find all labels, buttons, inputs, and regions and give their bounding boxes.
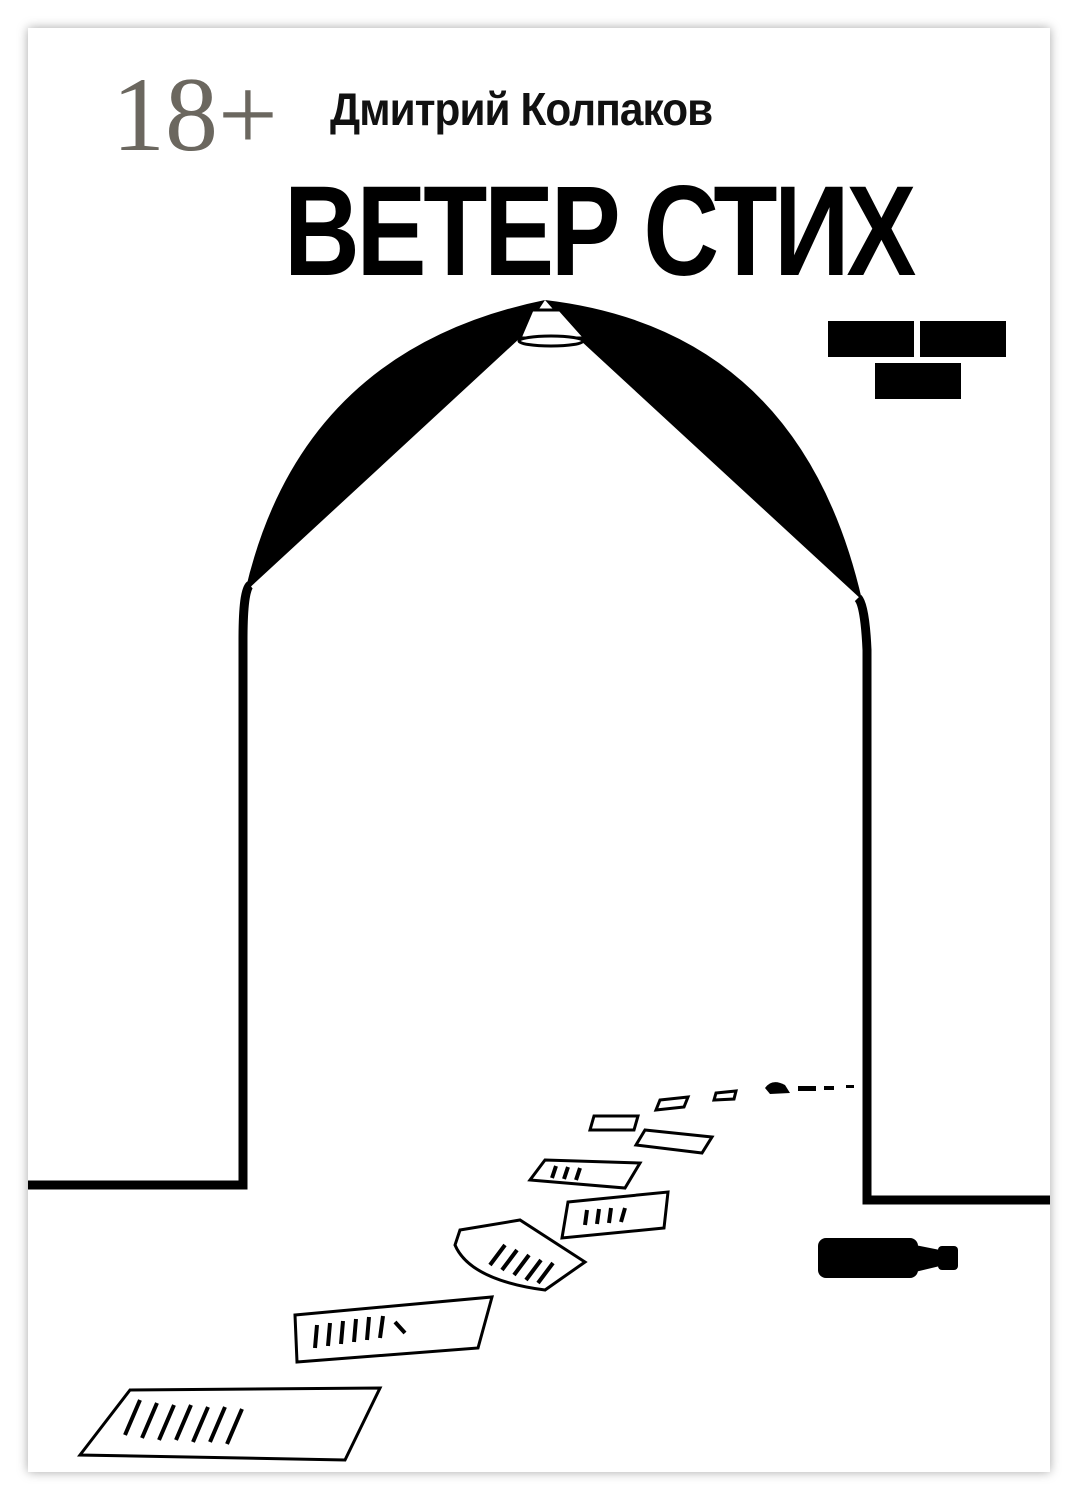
arch-shadow-left <box>245 300 545 592</box>
author-name: Дмитрий Колпаков <box>330 83 713 135</box>
distant-scraps <box>765 1082 854 1094</box>
scattered-pages <box>76 1089 738 1462</box>
ceiling-lamp-icon <box>517 308 589 348</box>
bottle-icon <box>818 1238 958 1278</box>
age-rating: 18+ <box>112 56 278 173</box>
page-text-lines <box>123 1165 627 1445</box>
arch-shadow-right <box>545 300 862 600</box>
bricks-icon <box>828 321 1006 399</box>
arch-doorway <box>28 581 1050 1205</box>
book-title: ВЕТЕР СТИХ <box>284 160 916 303</box>
